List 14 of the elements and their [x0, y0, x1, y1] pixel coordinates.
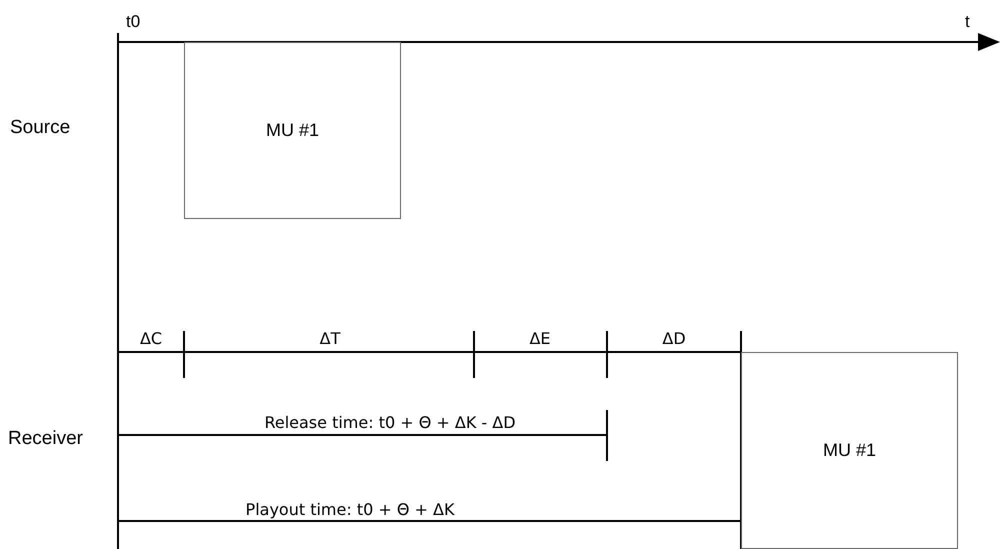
interval-label: Release time: t0 + Θ + ΔK - ΔD — [264, 415, 516, 431]
data-unit-box — [184, 42, 401, 219]
interval-label: ΔD — [662, 331, 686, 347]
interval-label: Playout time: t0 + Θ + ΔK — [246, 502, 454, 518]
row-label: Source — [10, 118, 70, 137]
interval-label: ΔT — [320, 331, 340, 347]
row-label: Receiver — [8, 429, 83, 448]
box-label: MU #1 — [266, 120, 319, 141]
interval-label: ΔC — [140, 331, 162, 347]
data-unit-box — [741, 352, 958, 549]
axis-label: t — [965, 13, 970, 30]
box-label: MU #1 — [822, 440, 876, 461]
axis-label: t0 — [126, 13, 140, 30]
interval-label: ΔE — [529, 331, 551, 347]
